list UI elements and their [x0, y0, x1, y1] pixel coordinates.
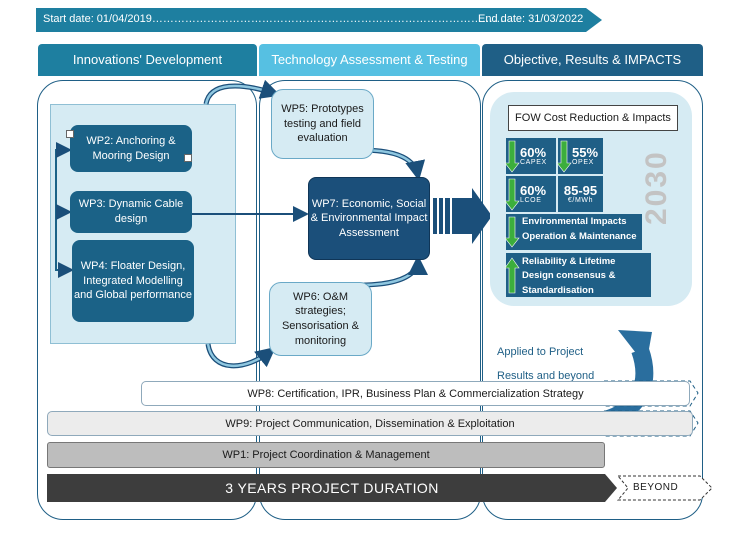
- environment-line-2: Operation & Maintenance: [522, 230, 637, 242]
- arrow-down-icon: [504, 178, 520, 211]
- timeline-arrow: Start date: 01/04/2019…………………………………………………: [36, 8, 602, 32]
- applied-line-1: Applied to Project: [497, 346, 584, 358]
- wp7-box: WP7: Economic, Social & Environmental Im…: [308, 177, 430, 260]
- applied-caption: Applied to Project Results and beyond: [497, 340, 607, 388]
- end-date-label: End date: 31/03/2022: [478, 13, 584, 25]
- beyond-label: BEYOND: [633, 481, 679, 493]
- arrow-down-icon: [504, 216, 520, 248]
- wp3-box: WP3: Dynamic Cable design: [70, 191, 192, 233]
- cost-value: 85-95: [563, 182, 598, 198]
- wp8-bar: WP8: Certification, IPR, Business Plan &…: [141, 381, 690, 406]
- wp5-box: WP5: Prototypes testing and field evalua…: [271, 89, 374, 159]
- wp1-bar: WP1: Project Coordination & Management: [47, 442, 605, 468]
- reliability-line-1: Reliability & Lifetime: [522, 256, 616, 267]
- lcoe-label: LCOE: [520, 197, 542, 205]
- arrow-down-icon: [504, 140, 520, 173]
- wp9-bar: WP9: Project Communication, Disseminatio…: [47, 411, 693, 436]
- wp6-box: WP6: O&M strategies; Sensorisation & mon…: [269, 282, 372, 356]
- reliability-line-3: Standardisation: [522, 284, 594, 296]
- applied-line-2: Results and beyond: [497, 370, 595, 382]
- arrow-down-icon: [556, 140, 572, 173]
- capex-label: CAPEX: [520, 159, 547, 167]
- arrow-up-icon: [504, 257, 520, 294]
- column-header-technology: Technology Assessment & Testing: [259, 44, 480, 76]
- reliability-line-2: Design consensus &: [522, 270, 616, 282]
- environment-line-1: Environmental Impacts: [522, 216, 627, 227]
- reliability-box: Reliability & Lifetime Design consensus …: [506, 253, 651, 297]
- opex-label: OPEX: [572, 159, 594, 167]
- cost-label: €/MWh: [567, 197, 594, 205]
- capex-value: 60%: [520, 144, 547, 160]
- column-header-innovations: Innovations' Development: [38, 44, 257, 76]
- start-date-label: Start date: 01/04/2019…………………………………………………: [43, 13, 504, 25]
- resize-handle[interactable]: [66, 130, 74, 138]
- wp4-box: WP4: Floater Design, Integrated Modellin…: [72, 240, 194, 322]
- cost-metric: 85-95 €/MWh: [558, 176, 603, 212]
- wp2-box: WP2: Anchoring & Mooring Design: [70, 125, 192, 172]
- environment-impact-box: Environmental Impacts Operation & Mainte…: [506, 214, 642, 250]
- resize-handle[interactable]: [184, 154, 192, 162]
- column-header-objective: Objective, Results & IMPACTS: [482, 44, 703, 76]
- duration-arrow: 3 YEARS PROJECT DURATION: [47, 474, 617, 502]
- opex-value: 55%: [572, 144, 599, 160]
- impacts-title: FOW Cost Reduction & Impacts: [508, 105, 678, 131]
- lcoe-value: 60%: [520, 182, 547, 198]
